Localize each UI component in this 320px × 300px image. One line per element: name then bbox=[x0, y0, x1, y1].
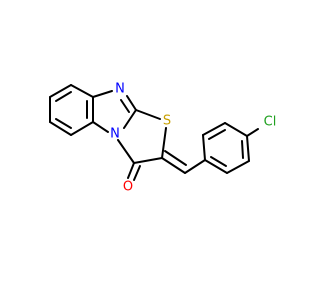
double-bond-inner bbox=[120, 99, 130, 113]
exocyclic-double-bond bbox=[161, 157, 186, 174]
double-bond-inner bbox=[208, 129, 226, 140]
benzylidene-group bbox=[161, 150, 206, 174]
bond bbox=[202, 122, 226, 136]
imidazole-ring bbox=[92, 90, 137, 133]
benzo-ring bbox=[49, 84, 94, 136]
bond bbox=[184, 159, 206, 174]
chemical-structure-diagram: N N S O Cl bbox=[49, 82, 277, 195]
double-bond-inner bbox=[55, 91, 72, 102]
bond bbox=[226, 160, 250, 174]
bond bbox=[202, 134, 206, 161]
bond bbox=[70, 121, 94, 136]
chlorophenyl-ring bbox=[202, 122, 259, 174]
bond bbox=[92, 90, 113, 98]
bond bbox=[224, 122, 248, 137]
bond bbox=[126, 95, 137, 111]
atom-label-sulfur: S bbox=[163, 114, 171, 129]
double-bond-inner bbox=[241, 140, 244, 159]
thiazolone-ring bbox=[117, 109, 167, 181]
double-bond-inner bbox=[55, 118, 72, 129]
exocyclic-double-bond bbox=[164, 150, 187, 166]
bond bbox=[92, 121, 109, 133]
double-bond-inner bbox=[210, 156, 227, 167]
bond bbox=[204, 159, 228, 174]
carbonyl-bond bbox=[127, 162, 135, 179]
atom-label-nitrogen-upper: N bbox=[115, 82, 125, 97]
atom-label-oxygen: O bbox=[123, 180, 133, 195]
bond bbox=[133, 157, 163, 164]
bond bbox=[70, 84, 94, 98]
atom-label-chlorine: Cl bbox=[264, 115, 277, 130]
bond bbox=[49, 121, 72, 136]
bond bbox=[246, 135, 250, 162]
bond bbox=[135, 109, 161, 120]
bond bbox=[49, 84, 72, 98]
bond bbox=[117, 139, 135, 164]
atom-label-nitrogen-lower: N bbox=[110, 127, 120, 142]
bond bbox=[123, 109, 137, 129]
carbonyl-bond bbox=[133, 165, 141, 181]
bond bbox=[246, 128, 259, 137]
bond bbox=[161, 127, 167, 159]
